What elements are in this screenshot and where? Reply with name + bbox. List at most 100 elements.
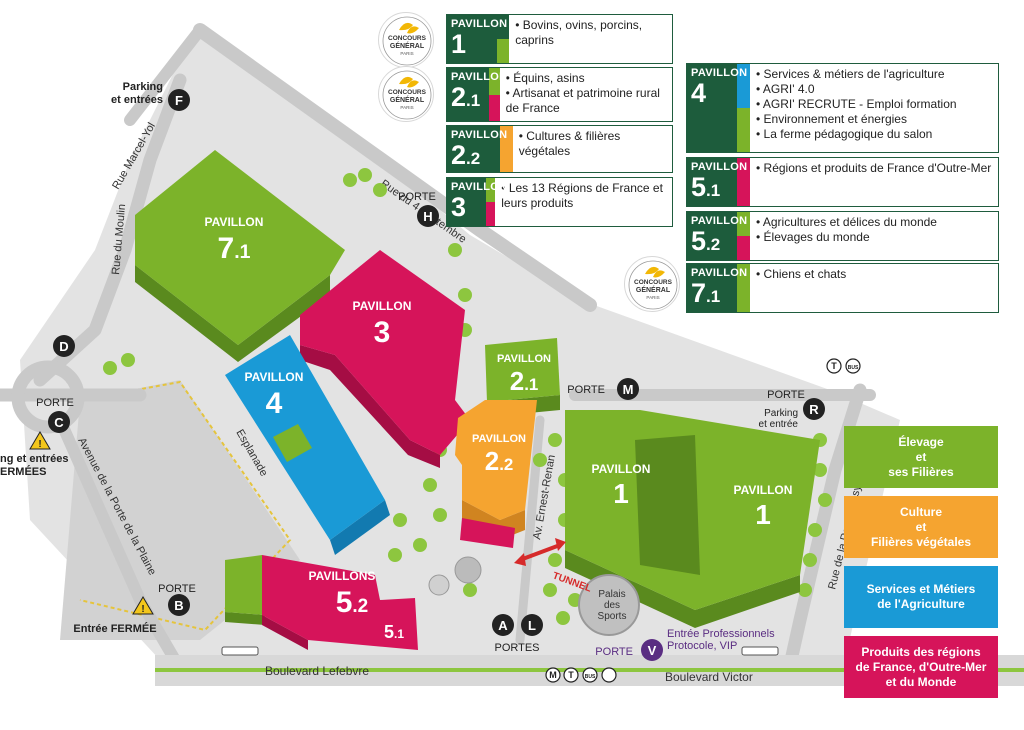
- topic-item: La ferme pédagogique du salon: [756, 127, 957, 142]
- topic-item: Cultures & filières végétales: [519, 129, 672, 159]
- tram-vehicle: [741, 646, 779, 656]
- hall-1b-word: PAVILLON: [734, 483, 793, 497]
- tree: [463, 583, 477, 597]
- hall-5-side: [262, 615, 308, 650]
- category-color-strip: [497, 15, 510, 63]
- topic-item: Agricultures et délices du monde: [756, 215, 937, 230]
- palais-des-sports: [578, 574, 640, 636]
- gate-l-letter: L: [528, 618, 536, 633]
- pavillon-number: 2.2: [451, 140, 481, 170]
- pavillon-topics: Régions et produits de France d'Outre-Me…: [750, 158, 992, 206]
- gate-r-porte: PORTE: [767, 389, 805, 401]
- pavillon-topics: Agricultures et délices du mondeÉlevages…: [750, 212, 937, 260]
- gate-h[interactable]: [417, 205, 439, 227]
- warning-icon-c-mark: !: [38, 439, 41, 450]
- svg-text:CONCOURS: CONCOURS: [388, 89, 427, 96]
- pavillon-word: PAVILLON: [691, 267, 748, 279]
- svg-text:CONCOURS: CONCOURS: [634, 279, 673, 286]
- legend-line: Filières végétales: [870, 534, 972, 549]
- warning-b-label: Entrée FERMÉE: [73, 622, 156, 635]
- gate-v[interactable]: [641, 639, 663, 661]
- hall-1a-word: PAVILLON: [592, 462, 651, 476]
- tram-icon-glyph: T: [568, 670, 574, 680]
- gate-f[interactable]: [168, 89, 190, 111]
- gate-l[interactable]: [521, 614, 543, 636]
- tree: [813, 463, 827, 477]
- category-color-strip: [737, 64, 750, 152]
- hall-2-1-number: 2.1: [510, 366, 539, 396]
- road-marcel-yol: [124, 24, 206, 126]
- tree: [103, 361, 117, 375]
- dome-1: [454, 556, 482, 584]
- gate-b-letter: B: [174, 598, 183, 613]
- tunnel-arrow: [519, 543, 561, 562]
- metro-icon-glyph: M: [549, 670, 557, 680]
- gate-a[interactable]: [492, 614, 514, 636]
- gate-m-label: PORTE: [567, 384, 605, 396]
- pavillon-word: PAVILLON: [451, 18, 508, 30]
- road-rue-du-moulin: [33, 73, 187, 387]
- hall-7-1-word: PAVILLON: [205, 215, 264, 229]
- svg-text:GÉNÉRAL: GÉNÉRAL: [390, 41, 425, 50]
- pavillon-number: 5.1: [691, 172, 721, 202]
- gate-c-label: PORTE: [36, 397, 74, 409]
- boulevard-lefebvre-band: [155, 655, 1024, 669]
- hall-2-2-word: PAVILLON: [472, 433, 526, 445]
- pavillon-word: PAVILLON: [691, 161, 748, 173]
- legend-line: de l'Agriculture: [877, 597, 965, 611]
- hall-1-side: [565, 550, 800, 628]
- gate-f-letter: F: [175, 93, 183, 108]
- tree: [803, 553, 817, 567]
- category-color-strip: [489, 68, 500, 121]
- gate-r-letter: R: [809, 402, 819, 417]
- gate-h-letter: H: [423, 209, 432, 224]
- warning-icon-b: [132, 596, 154, 615]
- tree: [388, 548, 402, 562]
- pavillon-topics: Les 13 Régions de France et leurs produi…: [495, 178, 672, 226]
- gate-m[interactable]: [617, 378, 639, 400]
- bus-icon-ne: [845, 358, 861, 374]
- gate-d[interactable]: [53, 335, 75, 357]
- svg-text:GÉNÉRAL: GÉNÉRAL: [636, 285, 671, 294]
- gate-b[interactable]: [168, 594, 190, 616]
- gate-a-letter: A: [498, 618, 508, 633]
- pavillon-number: 1: [451, 29, 467, 59]
- legend-line: Produits des régions: [861, 644, 981, 659]
- topic-item: AGRI' 4.0: [756, 82, 957, 97]
- pavillon-word: PAVILLON: [691, 67, 748, 79]
- gate-r[interactable]: [803, 398, 825, 420]
- gate-c[interactable]: [48, 411, 70, 433]
- gate-v-label: PORTE: [595, 646, 633, 658]
- topic-item: Bovins, ovins, porcins, caprins: [515, 18, 672, 48]
- pavillon-word: PAVILLON: [451, 181, 508, 193]
- closed-zone-outline: [79, 380, 292, 632]
- tram-icon-ne: [826, 358, 842, 374]
- gate-b-label: PORTE: [158, 583, 196, 595]
- dome-2: [428, 574, 450, 596]
- hall-4-word: PAVILLON: [245, 370, 304, 384]
- hall-5-word: PAVILLONS: [309, 569, 376, 583]
- tram-icon: [563, 667, 579, 683]
- topic-item: Régions et produits de France d'Outre-Me…: [756, 161, 992, 176]
- pavillon-number: 3: [451, 192, 467, 222]
- tree: [413, 538, 427, 552]
- tram-vehicle: [221, 646, 259, 656]
- car-icon: [601, 667, 617, 683]
- topic-item: Élevages du monde: [756, 230, 937, 245]
- legend-line: Élevage: [898, 434, 944, 449]
